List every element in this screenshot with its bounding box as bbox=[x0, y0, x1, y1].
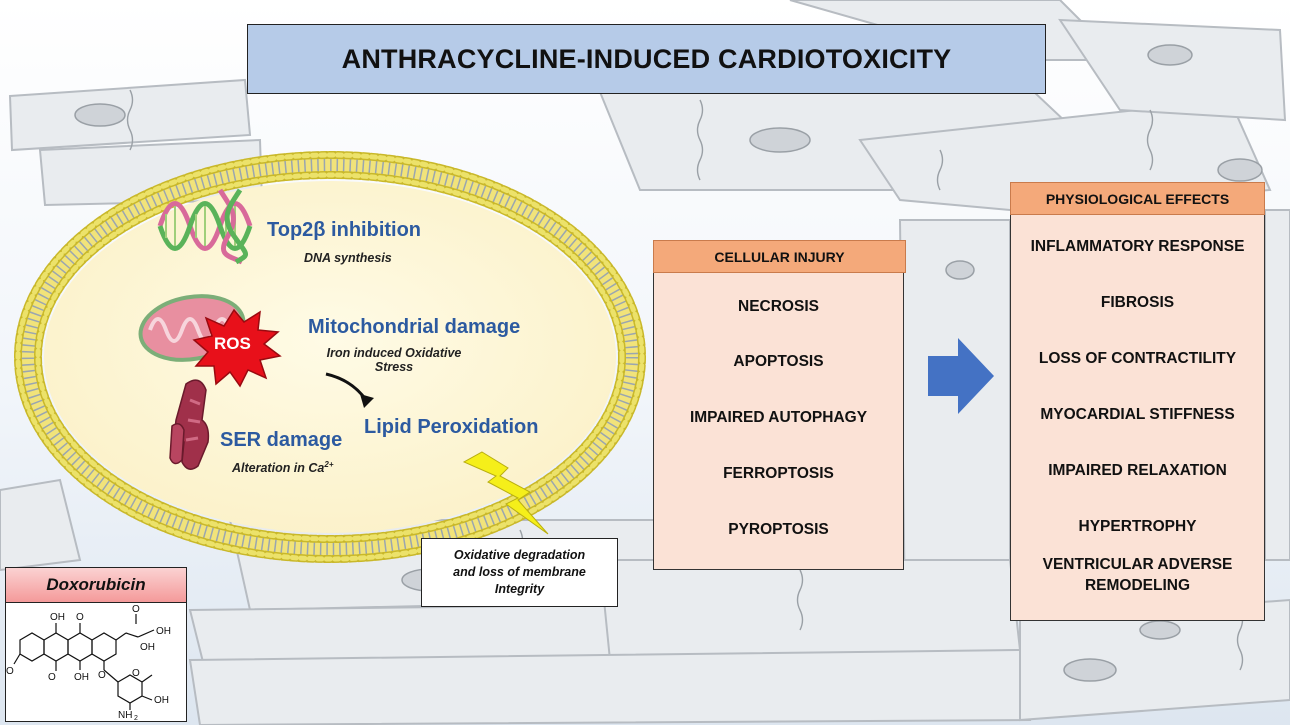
svg-text:OH: OH bbox=[154, 695, 169, 706]
physiological-effects-panel: INFLAMMATORY RESPONSE FIBROSIS LOSS OF C… bbox=[1010, 212, 1265, 621]
ser-heading: SER damage bbox=[220, 429, 343, 451]
physiological-effect-item: FIBROSIS bbox=[1100, 294, 1175, 311]
svg-text:O: O bbox=[132, 604, 140, 615]
ros-burst-icon bbox=[192, 308, 282, 388]
mito-heading: Mitochondrial damage bbox=[308, 316, 521, 338]
svg-text:O: O bbox=[132, 668, 140, 679]
cellular-injury-item: PYROPTOSIS bbox=[728, 521, 829, 538]
physiological-effect-item: IMPAIRED RELAXATION bbox=[1048, 462, 1227, 479]
membrane-note: Oxidative degradation and loss of membra… bbox=[421, 538, 618, 607]
physiological-effect-item: LOSS OF CONTRACTILITY bbox=[1038, 350, 1237, 367]
lightning-icon bbox=[462, 451, 549, 535]
diagram-title: ANTHRACYCLINE-INDUCED CARDIOTOXICITY bbox=[247, 24, 1046, 94]
physiological-effects-header: PHYSIOLOGICAL EFFECTS bbox=[1010, 182, 1265, 215]
cellular-injury-header: CELLULAR INJURY bbox=[653, 240, 906, 273]
svg-text:OH: OH bbox=[74, 672, 89, 683]
ros-label: ROS bbox=[214, 334, 251, 353]
physiological-effect-item: INFLAMMATORY RESPONSE bbox=[1030, 238, 1245, 255]
physiological-effect-item: MYOCARDIAL STIFFNESS bbox=[1040, 406, 1235, 423]
svg-text:2: 2 bbox=[134, 715, 138, 721]
cellular-injury-panel: NECROSIS APOPTOSIS IMPAIRED AUTOPHAGY FE… bbox=[653, 269, 904, 570]
physiological-effect-item: VENTRICULAR ADVERSE REMODELING bbox=[1042, 556, 1233, 594]
lipid-peroxidation-label: Lipid Peroxidation bbox=[364, 416, 539, 438]
cellular-injury-item: IMPAIRED AUTOPHAGY bbox=[689, 409, 868, 426]
doxorubicin-box: Doxorubicin OH O O OH O OH bbox=[5, 567, 187, 722]
cellular-injury-item: FERROPTOSIS bbox=[723, 465, 834, 482]
cellular-injury-item: APOPTOSIS bbox=[733, 353, 824, 370]
right-arrow-icon bbox=[928, 338, 994, 414]
svg-text:NH: NH bbox=[118, 710, 132, 721]
ser-subtext: Alteration in Ca2+ bbox=[232, 460, 334, 476]
top2b-subtext: DNA synthesis bbox=[304, 251, 392, 265]
curved-arrow-icon bbox=[325, 372, 374, 408]
physiological-effect-item: HYPERTROPHY bbox=[1078, 518, 1197, 535]
svg-text:OH: OH bbox=[50, 612, 65, 623]
dna-icon bbox=[157, 188, 253, 265]
svg-text:OH: OH bbox=[156, 626, 171, 637]
svg-text:O: O bbox=[48, 672, 56, 683]
svg-text:O: O bbox=[6, 666, 14, 677]
svg-text:O: O bbox=[76, 612, 84, 623]
doxorubicin-header: Doxorubicin bbox=[6, 568, 186, 603]
cellular-injury-item: NECROSIS bbox=[738, 298, 819, 315]
cell-membrane bbox=[18, 155, 642, 559]
doxorubicin-structure: OH O O OH O OH OH O O OH NH 2 O bbox=[6, 604, 171, 721]
svg-text:OH: OH bbox=[140, 642, 155, 653]
mito-subtext: Iron induced Oxidative Stress bbox=[326, 346, 462, 374]
top2b-heading: Top2β inhibition bbox=[267, 219, 422, 241]
svg-text:O: O bbox=[98, 670, 106, 681]
ser-icon bbox=[169, 379, 210, 470]
